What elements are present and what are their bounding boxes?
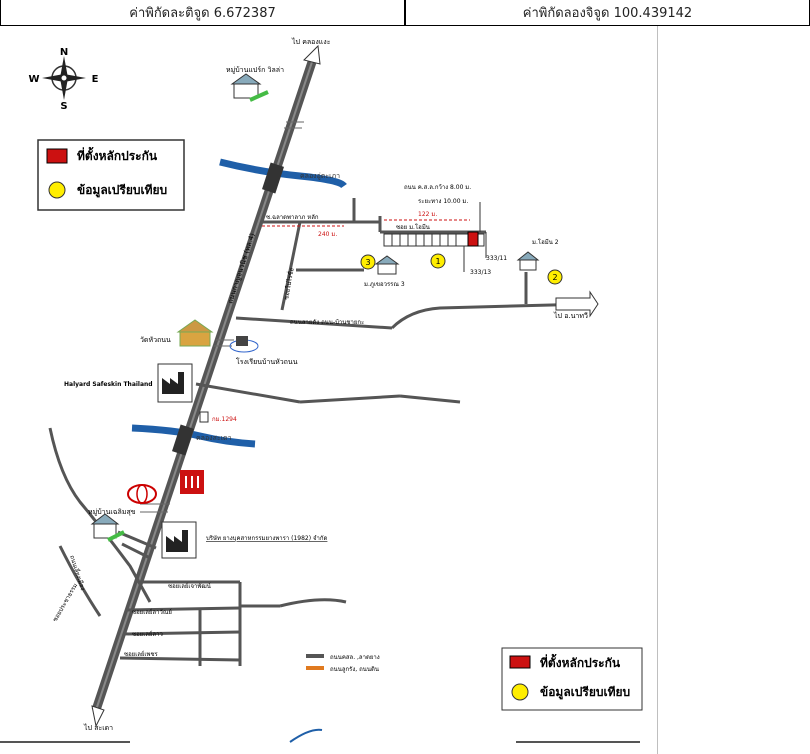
house-icon [516,251,540,271]
label-temple: วัดหัวถนน [140,336,171,344]
road-legend-minor: ถนนลูกรัง, ถนนดิน [330,666,379,673]
label-school: โรงเรียนบ้านหัวถนน [236,357,298,366]
label-main-highway: ถนนกาญจนวนิช (ทล.4) [226,232,256,305]
arrow-south [91,705,105,728]
legend-top: ที่ตั้งหลักประกัน ข้อมูลเปรียบเทียบ [37,139,185,211]
label-to-south: ไป สะเดา [83,723,113,732]
arrow-north [303,44,321,65]
label-village-3: ม.ภูเขอวรรณ 3 [364,281,405,288]
house-icon [374,255,400,275]
label-factory-b: บริษัท ยางบุคสาหกรรมยางพารา (1982) จำกัด [206,535,328,542]
label-canal-lower: คลองสะเดา [196,434,232,442]
label-village-south: หมู่บ้านเฉลิมสุข [88,508,136,516]
canal-lower [131,424,256,448]
label-soi-mahin: ซอย ม.โฮมีน [396,223,430,231]
house-icon [230,73,269,102]
label-soi-3: ซอยเลย์ลาว [132,630,163,638]
comparison-marker-1: 1 [430,253,446,269]
label-home-2: ม.โฮมีน 2 [532,238,559,246]
compass-w: W [28,74,39,85]
label-to-north: ไป คลองแงะ [291,37,331,46]
label-road-sw-2: ซอยประชาธรรม [52,582,80,623]
toyota-logo-icon [127,484,157,504]
canal-upper [219,158,347,189]
label-soi-1: ซอยเลย์เจาพัฒน์ [168,582,211,590]
label-km-marker: กม.1294 [212,416,237,423]
label-soi-2: ซอยเลย์ลาวัณย์ [132,608,172,616]
road-legend: ถนนคสล. ,ลาดยาง ถนนลูกรัง, ถนนดิน [306,654,380,673]
label-road-distance: ระยะทาง 10.00 ม. [418,198,468,205]
latitude-label: ค่าพิกัดละติจูด 6.672387 [129,6,276,21]
bridge-upper [262,162,284,194]
row-houses [383,233,485,247]
school-icon [229,336,259,353]
label-village-north: หมู่บ้านแปร์ก วิลล่า [226,66,284,74]
svg-text:3: 3 [365,258,370,267]
legend-collateral-swatch [46,148,68,164]
label-dist-122: 122 ม. [418,211,437,218]
legend-comparison-swatch [48,181,66,199]
label-factory-a: Halyard Safeskin Thailand [64,381,153,388]
factory-icon [157,363,193,403]
factory-icon [161,521,197,559]
local-roads [48,198,591,666]
comparison-marker-3: 3 [360,254,376,270]
house-icon [90,513,125,542]
compass-n: N [60,47,68,58]
svg-text:2: 2 [552,273,557,282]
legend-bottom-collateral: ที่ตั้งหลักประกัน [540,653,621,670]
comparison-marker-2: 2 [547,269,563,285]
legend-top-collateral: ที่ตั้งหลักประกัน [77,146,158,163]
arrow-east [555,290,599,318]
svg-text:1: 1 [435,257,440,266]
latitude-header: ค่าพิกัดละติจูด 6.672387 [0,0,406,26]
label-soi-pakorn: ซ.ฉลาดพาลาภ หลัก [266,214,319,221]
label-to-east: ไป อ.นาทวี [553,311,588,320]
longitude-label: ค่าพิกัดลองจิจูด 100.439142 [522,6,693,21]
location-map: N S E W ที่ตั้งหลักประกัน ข้อมูลเปรียบเท… [0,37,643,743]
compass-e: E [92,74,99,85]
longitude-header: ค่าพิกัดลองจิจูด 100.439142 [406,0,810,26]
legend-top-comparison: ข้อมูลเปรียบเทียบ [77,183,167,198]
label-333-13: 333/13 [470,269,491,276]
compass-rose: N S E W [28,47,98,112]
label-soi-banrai: ซอยในไร่ซื่อ [282,267,296,300]
collateral-location [467,231,479,247]
road-legend-main: ถนนคสล. ,ลาดยาง [330,654,380,661]
label-road-width: ถนน ค.ส.ล.กว้าง 8.00 ม. [404,184,471,191]
label-333-11: 333/11 [486,255,507,262]
label-soi-4: ซอยเลย์เพชร [124,650,159,658]
label-canal-upper: คลองอู่ตะเภา [300,172,340,180]
km-marker-icon [199,411,209,423]
label-road-to-ban: ถนนสายดัง ถนน-บ้านชายกะ [290,319,364,326]
label-dist-240: 240 ม. [318,231,337,238]
legend-bottom-comparison: ข้อมูลเปรียบเทียบ [540,685,630,700]
temple-icon [176,319,214,347]
compass-s: S [60,101,67,112]
bridge-lower [172,424,194,456]
page-divider [657,26,658,754]
legend-bottom: ที่ตั้งหลักประกัน ข้อมูลเปรียบเทียบ [501,647,643,711]
